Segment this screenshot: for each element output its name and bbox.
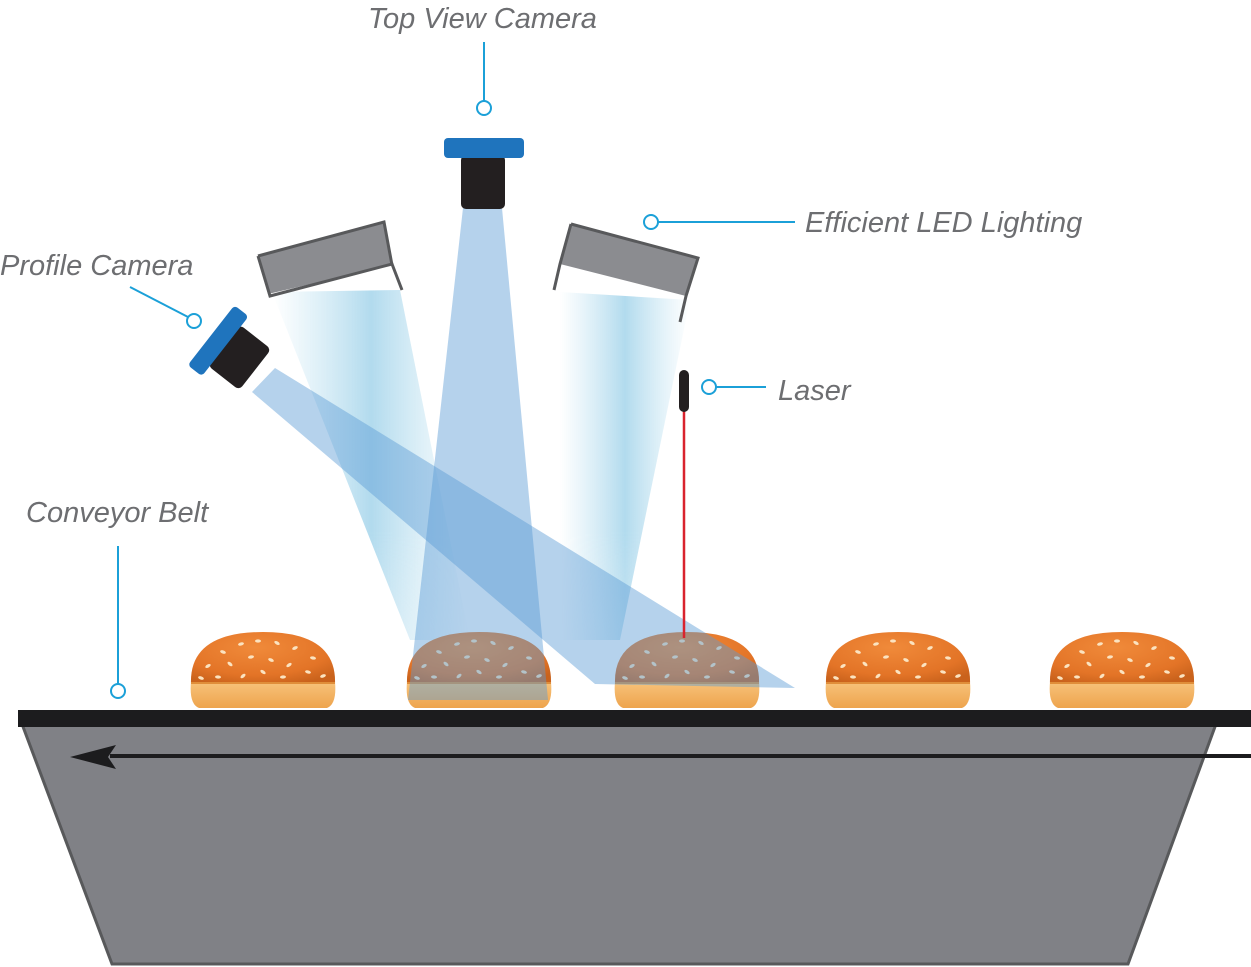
laser-icon [679, 370, 689, 638]
callout-top-camera [476, 42, 492, 116]
profile-camera-label: Profile Camera [0, 250, 193, 282]
conveyor-belt-surface [18, 710, 1251, 727]
callout-profile-camera [129, 286, 202, 329]
arrow-left-icon [70, 745, 1251, 769]
callout-conveyor-belt [110, 546, 126, 699]
laser-label: Laser [778, 375, 852, 407]
led-lighting-label: Efficient LED Lighting [805, 207, 1082, 239]
profile-camera-beam [252, 368, 795, 688]
led-light-field [272, 290, 690, 640]
callout-led-lighting [643, 214, 795, 230]
conveyor-frame [19, 722, 1219, 966]
top-view-camera-icon [444, 138, 524, 209]
led-light-icon [552, 222, 700, 323]
bun-icon [189, 631, 337, 709]
callout-laser [701, 379, 766, 395]
conveyor-belt [18, 710, 1251, 966]
conveyor-belt-label: Conveyor Belt [26, 497, 210, 529]
top-camera-beam [408, 208, 548, 700]
led-light-icon [256, 220, 404, 298]
bun-icon [1048, 631, 1196, 709]
top-view-camera-label: Top View Camera [368, 3, 597, 35]
profile-camera-icon [189, 306, 270, 389]
bun-icon [824, 631, 972, 709]
